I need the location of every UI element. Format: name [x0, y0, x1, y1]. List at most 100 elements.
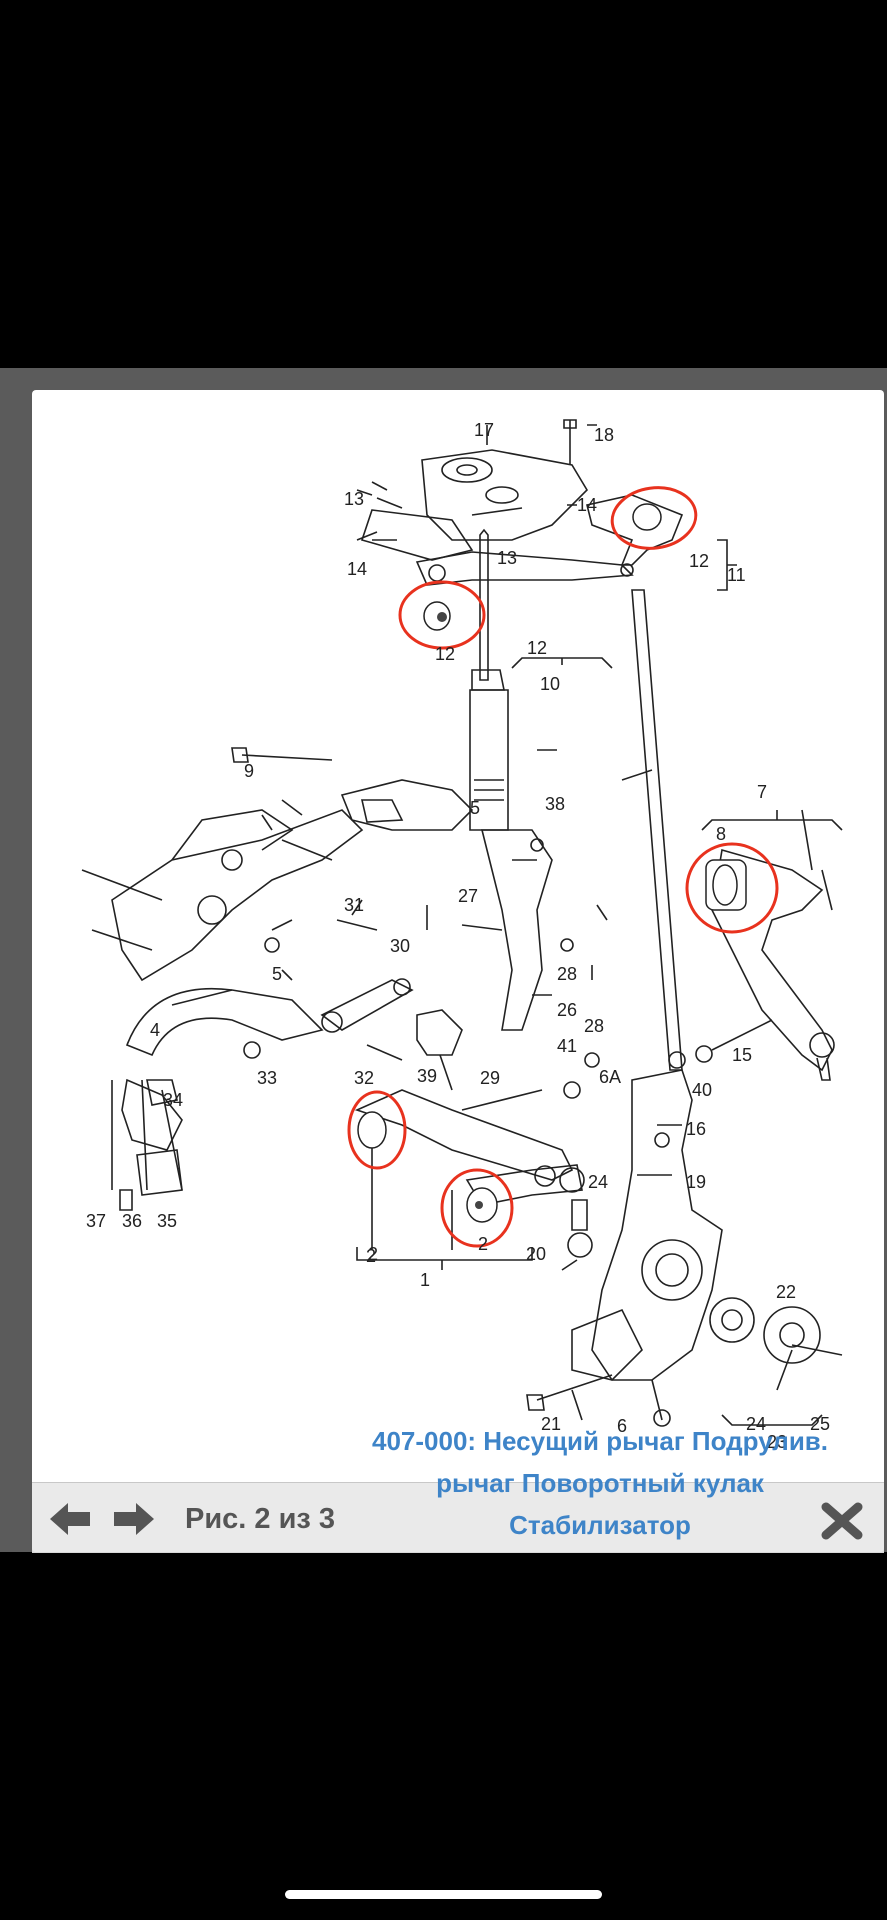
- label-39: 39: [417, 1066, 437, 1086]
- label-31: 31: [344, 895, 364, 915]
- label-18: 18: [594, 425, 614, 445]
- close-x-icon: [821, 1502, 863, 1540]
- label-12: 12: [689, 551, 709, 571]
- label-26: 26: [557, 1000, 577, 1020]
- label-11: 11: [727, 565, 746, 585]
- part-labels: 17 18 13 14 13 14 12 11 12 12 10 9 5 38 …: [86, 420, 830, 1452]
- label-6a: 6A: [599, 1067, 621, 1087]
- label-35: 35: [157, 1211, 177, 1231]
- group-bracket-24: [721, 1414, 823, 1426]
- bolt-21: [536, 1374, 613, 1401]
- close-button[interactable]: [820, 1501, 864, 1541]
- label-29: 29: [480, 1068, 500, 1088]
- label-9: 9: [244, 761, 254, 781]
- label-25: 25: [810, 1414, 830, 1434]
- label-13: 13: [344, 489, 364, 509]
- coupling-rod: [631, 589, 683, 1071]
- label-13: 13: [497, 548, 517, 568]
- label-7: 7: [757, 782, 767, 802]
- bolt-25: [791, 1344, 843, 1356]
- label-15: 15: [732, 1045, 752, 1065]
- arrow-right-icon: [114, 1503, 154, 1535]
- label-33: 33: [257, 1068, 277, 1088]
- label-38: 38: [545, 794, 565, 814]
- highlight-circles: [347, 486, 779, 1248]
- upper-bracket: [360, 509, 474, 561]
- link-30: [320, 979, 414, 1031]
- strut-mount-hole: [441, 457, 493, 483]
- arrow-left-icon: [50, 1503, 90, 1535]
- wheel-hub: [763, 1306, 821, 1364]
- label-19: 19: [686, 1172, 706, 1192]
- label-2: 2: [478, 1234, 488, 1254]
- bolt-29: [461, 1089, 543, 1111]
- label-8: 8: [716, 824, 726, 844]
- label-23: 23: [767, 1432, 787, 1452]
- label-1: 1: [420, 1270, 430, 1290]
- label-41: 41: [557, 1036, 577, 1056]
- bolt-15: [711, 1019, 773, 1051]
- bolt-31: [336, 919, 378, 931]
- subframe: [111, 809, 364, 982]
- label-2: 2: [368, 1244, 378, 1264]
- upper-link-rear: [415, 551, 634, 586]
- highlight-circle-lower-left: [347, 1090, 407, 1170]
- label-12: 12: [527, 638, 547, 658]
- wheel-bearing-housing: [591, 1069, 723, 1381]
- strut-mount: [421, 449, 589, 541]
- bushings: [357, 503, 747, 1223]
- label-2: 2: [366, 1246, 376, 1266]
- guide-link: [711, 848, 833, 1072]
- highlight-circle-upper-right: [610, 486, 698, 550]
- bearing-arm: [480, 829, 553, 1031]
- bolt-32: [366, 1044, 403, 1061]
- group-bracket-11: [717, 539, 737, 591]
- highlight-circle-guide-link: [685, 842, 779, 934]
- label-32: 32: [354, 1068, 374, 1088]
- label-14: 14: [577, 495, 597, 515]
- label-5: 5: [470, 798, 480, 818]
- bolt-18: [563, 419, 577, 465]
- label-40: 40: [692, 1080, 712, 1100]
- label-10: 10: [540, 674, 560, 694]
- home-indicator[interactable]: [285, 1890, 602, 1899]
- label-27: 27: [458, 886, 478, 906]
- label-16: 16: [686, 1119, 706, 1139]
- suspension-diagram: 17 18 13 14 13 14 12 11 12 12 10 9 5 38 …: [81, 419, 843, 1452]
- shock-absorber: [479, 528, 489, 681]
- previous-figure-button[interactable]: [48, 1501, 92, 1537]
- subframe-bracket: [340, 779, 474, 831]
- label-28: 28: [584, 1016, 604, 1036]
- diagram-sheet: 17 18 13 14 13 14 12 11 12 12 10 9 5 38 …: [32, 390, 884, 1552]
- bolt-9: [241, 754, 333, 761]
- label-24: 24: [746, 1414, 766, 1434]
- figure-caption: 407-000: Несущий рычаг Подрулив. рычаг П…: [371, 1426, 829, 1540]
- diagram-parts: [81, 419, 843, 1427]
- group-bracket-7: [701, 810, 843, 831]
- label-4: 4: [150, 1020, 160, 1040]
- label-20: 20: [526, 1244, 546, 1264]
- ball-joint: [571, 1199, 588, 1231]
- label-5: 5: [272, 964, 282, 984]
- label-12: 12: [435, 644, 455, 664]
- stabilizer-bar: [125, 987, 324, 1057]
- label-30: 30: [390, 936, 410, 956]
- upper-link-front: [586, 494, 684, 566]
- bolt-27: [461, 924, 503, 931]
- viewer-toolbar: Рис. 2 из 3: [32, 1482, 884, 1553]
- label-14: 14: [347, 559, 367, 579]
- label-17: 17: [474, 420, 494, 440]
- label-24: 24: [588, 1172, 608, 1192]
- lower-arm-front: [354, 1089, 574, 1181]
- label-34: 34: [163, 1090, 183, 1110]
- label-6: 6: [617, 1416, 627, 1436]
- highlight-circle-upper-left: [398, 580, 486, 650]
- label-22: 22: [776, 1282, 796, 1302]
- label-21: 21: [541, 1414, 561, 1434]
- group-bracket-1: [356, 1247, 533, 1270]
- group-bracket-10: [511, 657, 613, 669]
- next-figure-button[interactable]: [112, 1501, 156, 1537]
- figure-counter: Рис. 2 из 3: [185, 1503, 336, 1535]
- highlight-circle-lower-right: [440, 1168, 514, 1248]
- label-28: 28: [557, 964, 577, 984]
